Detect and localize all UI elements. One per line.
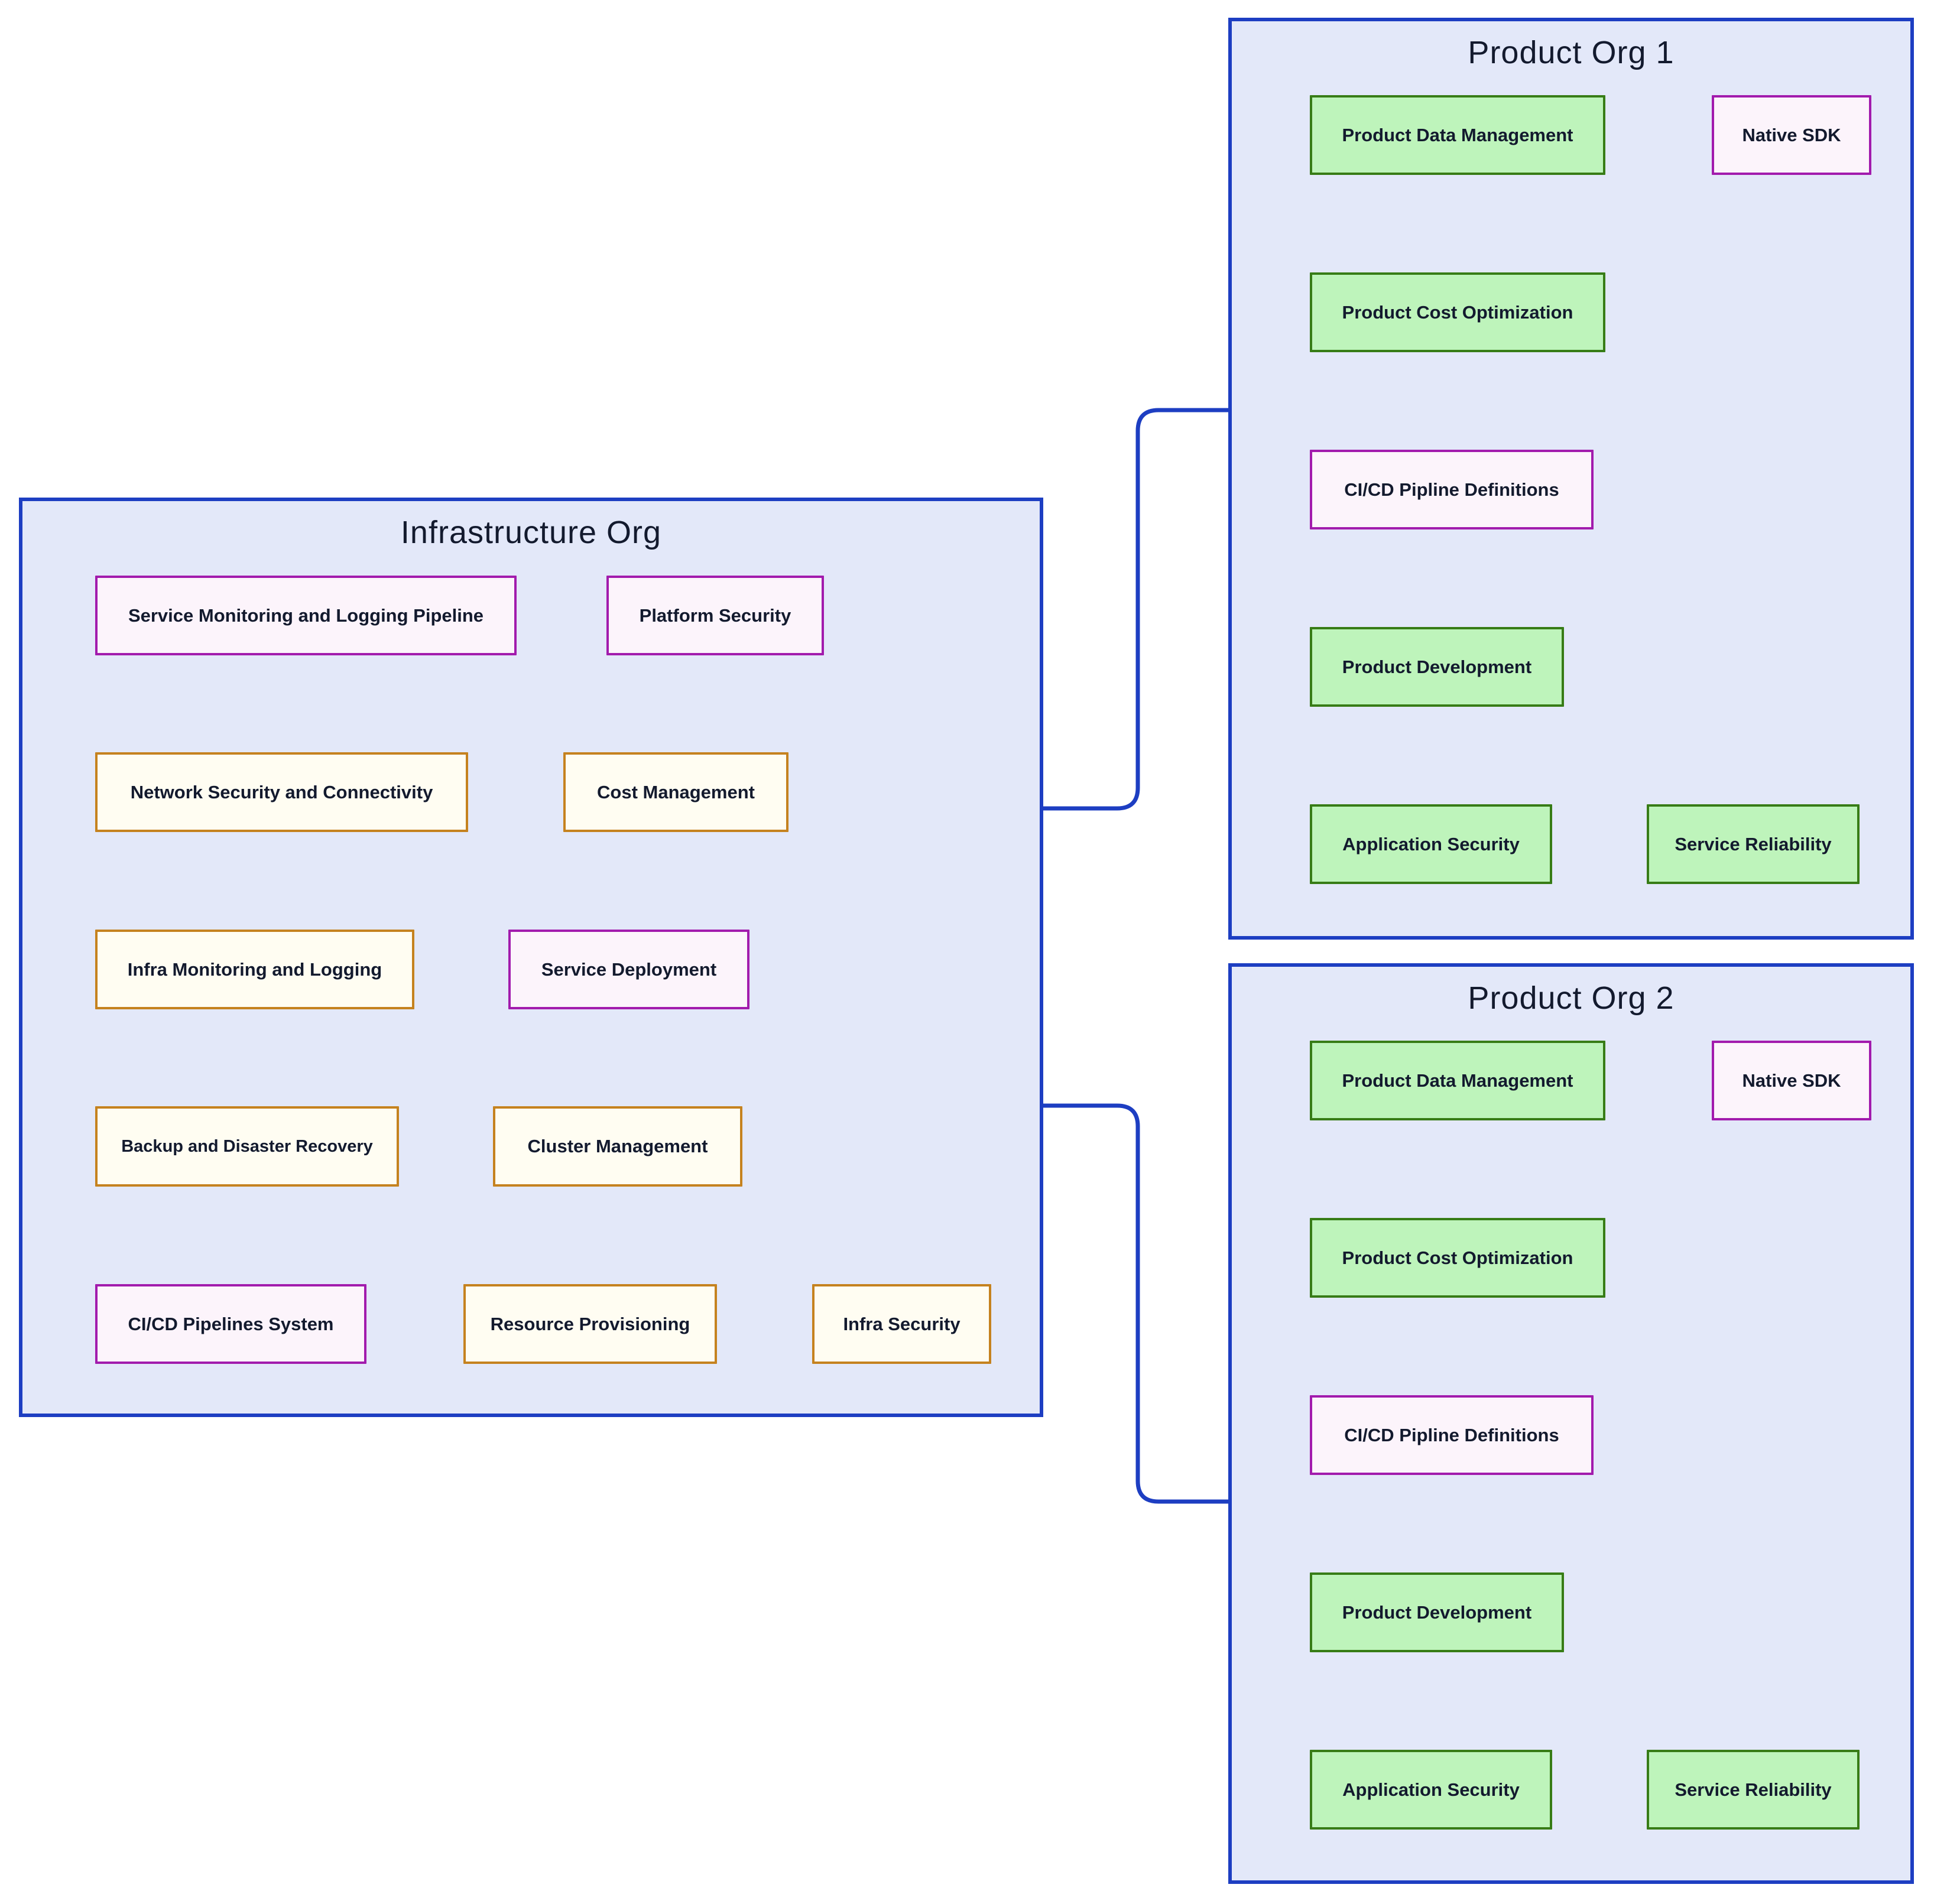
node-product-cost-optimization: Product Cost Optimization	[1310, 272, 1605, 352]
node-product-data-management-org2: Product Data Management	[1310, 1041, 1605, 1120]
node-service-reliability-org2: Service Reliability	[1647, 1750, 1860, 1830]
node-cost-management: Cost Management	[563, 752, 788, 832]
org-infrastructure: Infrastructure Org Service Monitoring an…	[19, 498, 1043, 1417]
connector-infra-to-product-org-1	[1042, 408, 1229, 811]
node-product-development: Product Development	[1310, 627, 1564, 707]
node-cicd-pipelines-system: CI/CD Pipelines System	[95, 1284, 366, 1364]
node-cicd-pipline-definitions: CI/CD Pipline Definitions	[1310, 450, 1594, 529]
node-network-security-and-connectivity: Network Security and Connectivity	[95, 752, 468, 832]
node-service-reliability: Service Reliability	[1647, 804, 1860, 884]
node-application-security-org2: Application Security	[1310, 1750, 1552, 1830]
org-product-2-title: Product Org 2	[1468, 980, 1675, 1016]
org-product-2: Product Org 2 Product Data Management Na…	[1228, 963, 1914, 1884]
org-infrastructure-title: Infrastructure Org	[400, 515, 662, 550]
node-cicd-pipline-definitions-org2: CI/CD Pipline Definitions	[1310, 1395, 1594, 1475]
node-service-monitoring-and-logging-pipeline: Service Monitoring and Logging Pipeline	[95, 576, 517, 655]
node-cluster-management: Cluster Management	[493, 1106, 742, 1187]
node-resource-provisioning: Resource Provisioning	[463, 1284, 717, 1364]
node-native-sdk-org2: Native SDK	[1712, 1041, 1871, 1120]
org-product-1: Product Org 1 Product Data Management Na…	[1228, 18, 1914, 940]
node-application-security: Application Security	[1310, 804, 1552, 884]
node-product-development-org2: Product Development	[1310, 1572, 1564, 1652]
node-product-cost-optimization-org2: Product Cost Optimization	[1310, 1218, 1605, 1298]
node-native-sdk: Native SDK	[1712, 95, 1871, 175]
org-product-1-title: Product Org 1	[1468, 35, 1675, 70]
node-service-deployment: Service Deployment	[508, 930, 749, 1009]
connector-infra-to-product-org-2	[1042, 1103, 1229, 1504]
node-infra-monitoring-and-logging: Infra Monitoring and Logging	[95, 930, 414, 1009]
node-product-data-management: Product Data Management	[1310, 95, 1605, 175]
node-backup-and-disaster-recovery: Backup and Disaster Recovery	[95, 1106, 399, 1187]
node-platform-security: Platform Security	[606, 576, 824, 655]
node-infra-security: Infra Security	[812, 1284, 991, 1364]
